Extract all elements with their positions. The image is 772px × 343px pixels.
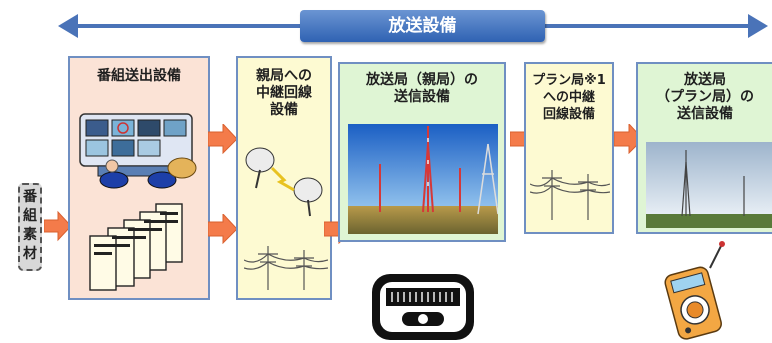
- right-arrowhead-icon: [748, 14, 768, 38]
- transmitter-tower-photo: [348, 124, 498, 234]
- stage-parent-transmitter: 放送局（親局）の 送信設備: [338, 62, 506, 242]
- transmitter-tower-photo: [646, 142, 772, 228]
- portable-radio-icon: [664, 241, 725, 340]
- arrow-right-icon: [208, 124, 238, 154]
- control-room-icon: [79, 113, 197, 189]
- server-racks-icon: [89, 203, 183, 291]
- stage-title: プラン局※1 への中継 回線設備: [532, 73, 606, 122]
- satellite-dish-icon: [245, 147, 323, 217]
- power-line-tower-icon: [530, 170, 610, 220]
- stage-title: 放送局 （プラン局）の 送信設備: [656, 72, 754, 122]
- stage-program-output: 番組送出設備: [68, 56, 210, 300]
- broadcast-equipment-banner: 放送設備: [300, 10, 545, 42]
- stage-title: 番組送出設備: [97, 68, 181, 84]
- broadcast-span-arrow: [58, 14, 768, 38]
- left-arrowhead-icon: [58, 14, 78, 38]
- stage-relay-to-parent: 親局への 中継回線 設備: [236, 56, 332, 300]
- stage-title: 放送局（親局）の 送信設備: [366, 72, 478, 105]
- radio-icon: [372, 274, 474, 340]
- arrow-right-icon: [44, 210, 72, 242]
- stage-title: 親局への 中継回線 設備: [256, 68, 312, 118]
- program-material-box: 番 組 素 材: [18, 183, 42, 271]
- program-material-label: 番 組 素 材: [23, 189, 37, 262]
- power-line-tower-icon: [244, 246, 328, 290]
- stage-plan-transmitter: 放送局 （プラン局）の 送信設備: [636, 62, 772, 234]
- arrow-right-icon: [208, 214, 238, 244]
- stage-relay-to-plan: プラン局※1 への中継 回線設備: [524, 62, 614, 234]
